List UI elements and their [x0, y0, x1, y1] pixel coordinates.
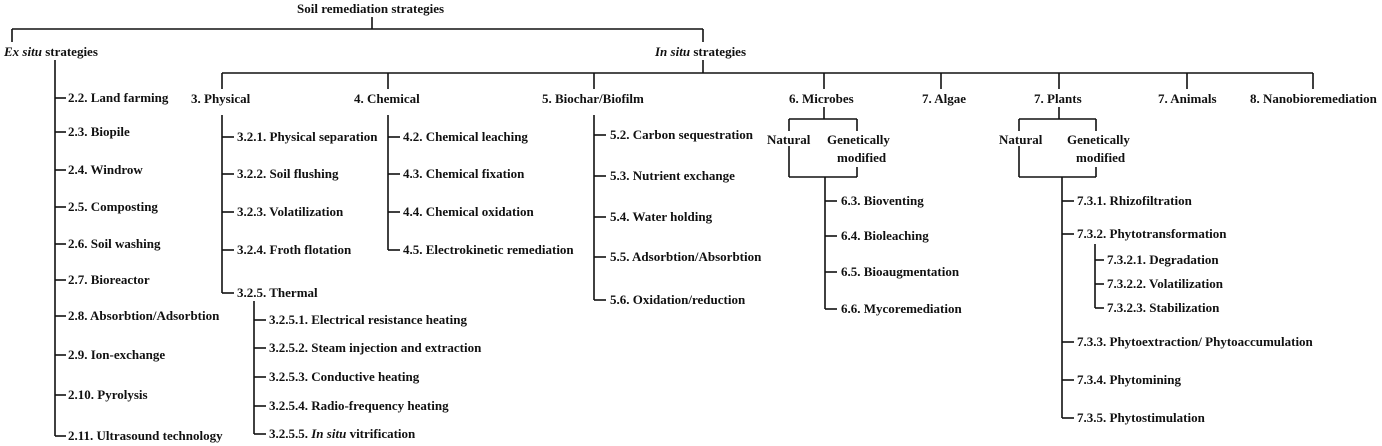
microbes-item: 6.4. Bioleaching	[841, 228, 929, 243]
thermal-item: 3.2.5.3. Conductive heating	[269, 369, 420, 384]
algae-title: 7. Algae	[922, 91, 967, 106]
plants-item: 7.3.2. Phytotransformation	[1077, 226, 1227, 241]
physical-item: 3.2.3. Volatilization	[237, 204, 344, 219]
exsitu-item: 2.5. Composting	[68, 199, 158, 214]
plants-title: 7. Plants	[1034, 91, 1082, 106]
microbes-genetically: Genetically	[827, 132, 890, 147]
physical-item: 3.2.4. Froth flotation	[237, 242, 352, 257]
physical-item: 3.2.5. Thermal	[237, 285, 318, 300]
physical-item: 3.2.2. Soil flushing	[237, 166, 339, 181]
microbes-title: 6. Microbes	[789, 91, 854, 106]
biochar-title: 5. Biochar/Biofilm	[542, 91, 644, 106]
exsitu-title-rest: strategies	[41, 44, 98, 59]
physical-item: 3.2.1. Physical separation	[237, 129, 378, 144]
insitu-title-rest: strategies	[690, 44, 747, 59]
animals-title: 7. Animals	[1158, 91, 1217, 106]
thermal-item: 3.2.5.1. Electrical resistance heating	[269, 312, 467, 327]
exsitu-item: 2.6. Soil washing	[68, 236, 161, 251]
chemical-item: 4.5. Electrokinetic remediation	[403, 242, 574, 257]
plants-modified: modified	[1076, 150, 1126, 165]
physical-title: 3. Physical	[191, 91, 251, 106]
microbes-item: 6.5. Bioaugmentation	[841, 264, 960, 279]
microbes-item: 6.3. Bioventing	[841, 193, 924, 208]
biochar-item: 5.4. Water holding	[610, 209, 713, 224]
plants-item: 7.3.3. Phytoextraction/ Phytoaccumulatio…	[1077, 334, 1313, 349]
exsitu-title: Ex situ strategies	[4, 44, 98, 59]
exsitu-title-italic: Ex situ	[4, 44, 42, 59]
biochar-item: 5.6. Oxidation/reduction	[610, 292, 746, 307]
thermal-item: 3.2.5.2. Steam injection and extraction	[269, 340, 482, 355]
vitrification-italic: In situ	[311, 426, 347, 441]
biochar-item: 5.3. Nutrient exchange	[610, 168, 735, 183]
plants-natural: Natural	[999, 132, 1043, 147]
biochar-item: 5.5. Adsorbtion/Absorbtion	[610, 249, 762, 264]
plants-genetically: Genetically	[1067, 132, 1130, 147]
vitrification-prefix: 3.2.5.5.	[269, 426, 312, 441]
chemical-item: 4.3. Chemical fixation	[403, 166, 525, 181]
exsitu-item: 2.4. Windrow	[68, 162, 143, 177]
thermal-item: 3.2.5.5. In situ vitrification	[269, 426, 415, 441]
insitu-title: In situ strategies	[655, 44, 746, 59]
microbes-natural: Natural	[767, 132, 811, 147]
exsitu-item: 2.7. Bioreactor	[68, 272, 150, 287]
chemical-item: 4.2. Chemical leaching	[403, 129, 528, 144]
microbes-modified: modified	[837, 150, 887, 165]
exsitu-item: 2.11. Ultrasound technology	[68, 428, 223, 443]
plants-item: 7.3.5. Phytostimulation	[1077, 410, 1205, 425]
root-title: Soil remediation strategies	[297, 1, 445, 16]
exsitu-item: 2.9. Ion-exchange	[68, 347, 166, 362]
plants-subitem: 7.3.2.1. Degradation	[1107, 252, 1219, 267]
insitu-title-italic: In situ	[655, 44, 691, 59]
chemical-title: 4. Chemical	[354, 91, 420, 106]
plants-item: 7.3.4. Phytomining	[1077, 372, 1182, 387]
exsitu-item: 2.2. Land farming	[68, 90, 169, 105]
nano-title: 8. Nanobioremediation	[1250, 91, 1377, 106]
chemical-item: 4.4. Chemical oxidation	[403, 204, 534, 219]
biochar-item: 5.2. Carbon sequestration	[610, 127, 754, 142]
microbes-item: 6.6. Mycoremediation	[841, 301, 962, 316]
plants-subitem: 7.3.2.3. Stabilization	[1107, 300, 1220, 315]
thermal-item: 3.2.5.4. Radio-frequency heating	[269, 398, 449, 413]
plants-subitem: 7.3.2.2. Volatilization	[1107, 276, 1223, 291]
plants-item: 7.3.1. Rhizofiltration	[1077, 193, 1192, 208]
exsitu-item: 2.3. Biopile	[68, 124, 130, 139]
vitrification-suffix: vitrification	[346, 426, 416, 441]
exsitu-item: 2.10. Pyrolysis	[68, 387, 148, 402]
exsitu-item: 2.8. Absorbtion/Adsorbtion	[68, 308, 220, 323]
